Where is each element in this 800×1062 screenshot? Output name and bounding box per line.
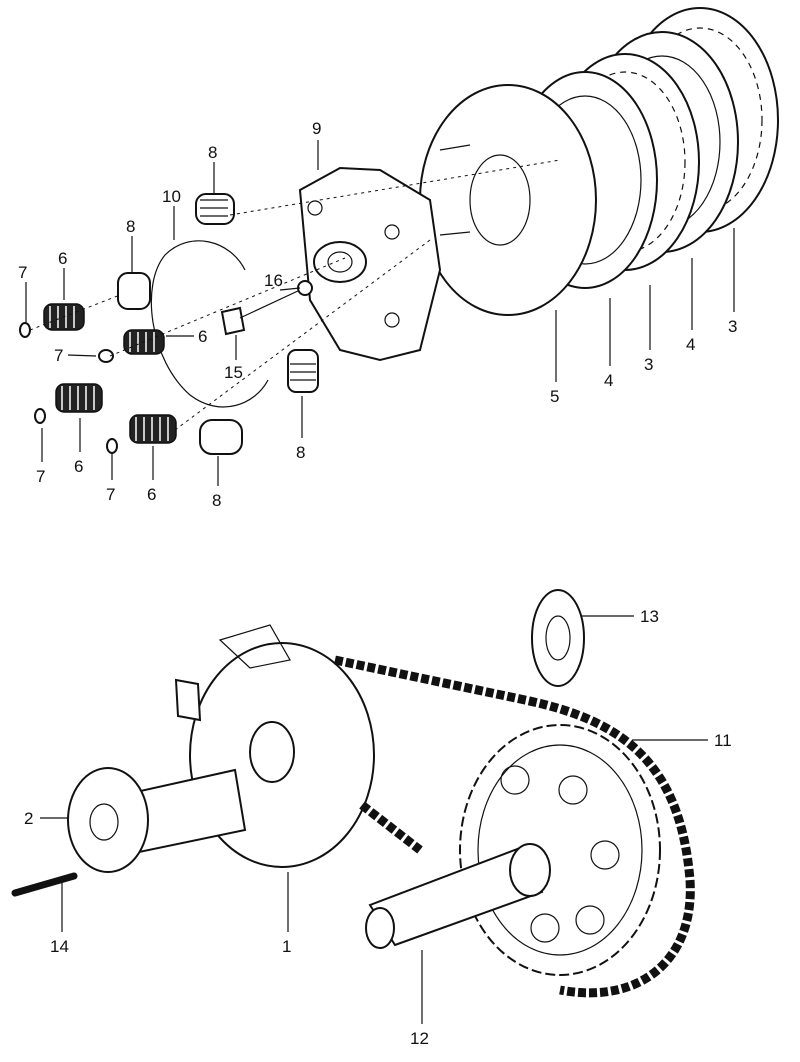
callout-8-left: 8 [126,217,135,236]
spring-washer-left [34,408,46,424]
callout-7-top: 7 [18,263,27,282]
washer-16 [297,280,313,296]
callout-8-bottom: 8 [212,491,221,510]
output-shaft [365,843,551,949]
clutch-spring-left [55,383,103,413]
clutch-centre [298,166,442,362]
leader-lines [25,140,735,1024]
callout-2: 2 [24,809,33,828]
bolt [220,289,301,336]
callout-4-front: 4 [604,371,613,390]
spring-washer-bottom [106,438,118,454]
thrust-washer [531,589,585,687]
callout-6-middle: 6 [198,327,207,346]
drive-chain [334,655,695,998]
callout-3-front: 3 [644,355,653,374]
spring-washer-middle [98,349,114,363]
callout-7-left: 7 [36,467,45,486]
callout-7-bottom: 7 [106,485,115,504]
drive-gear [67,767,247,873]
callout-7-middle: 7 [54,346,63,365]
callout-14: 14 [50,937,69,956]
spring-cup-bottom [199,419,243,455]
callout-12: 12 [410,1029,429,1048]
spring-cup-right [287,349,319,393]
clutch-spring-bottom [129,414,177,444]
callout-8-right: 8 [296,443,305,462]
callout-13: 13 [640,607,659,626]
callout-15: 15 [224,363,243,382]
callout-1: 1 [282,937,291,956]
callout-9: 9 [312,119,321,138]
spring-cup-left [117,272,151,310]
spring-cup-top [195,193,235,225]
pin [11,872,78,897]
callout-10: 10 [162,187,181,206]
callout-5: 5 [550,387,559,406]
rear-sprocket [459,724,661,976]
callout-3-rear: 3 [728,317,737,336]
callout-4-rear: 4 [686,335,695,354]
callout-11: 11 [714,731,732,750]
circlip-ring [150,240,269,408]
callout-6-left: 6 [74,457,83,476]
callout-16: 16 [264,271,283,290]
spring-washer-top [19,322,31,338]
pressure-plate [419,84,597,316]
callout-6-bottom: 6 [147,485,156,504]
callout-6-top: 6 [58,249,67,268]
callout-8-top: 8 [208,143,217,162]
